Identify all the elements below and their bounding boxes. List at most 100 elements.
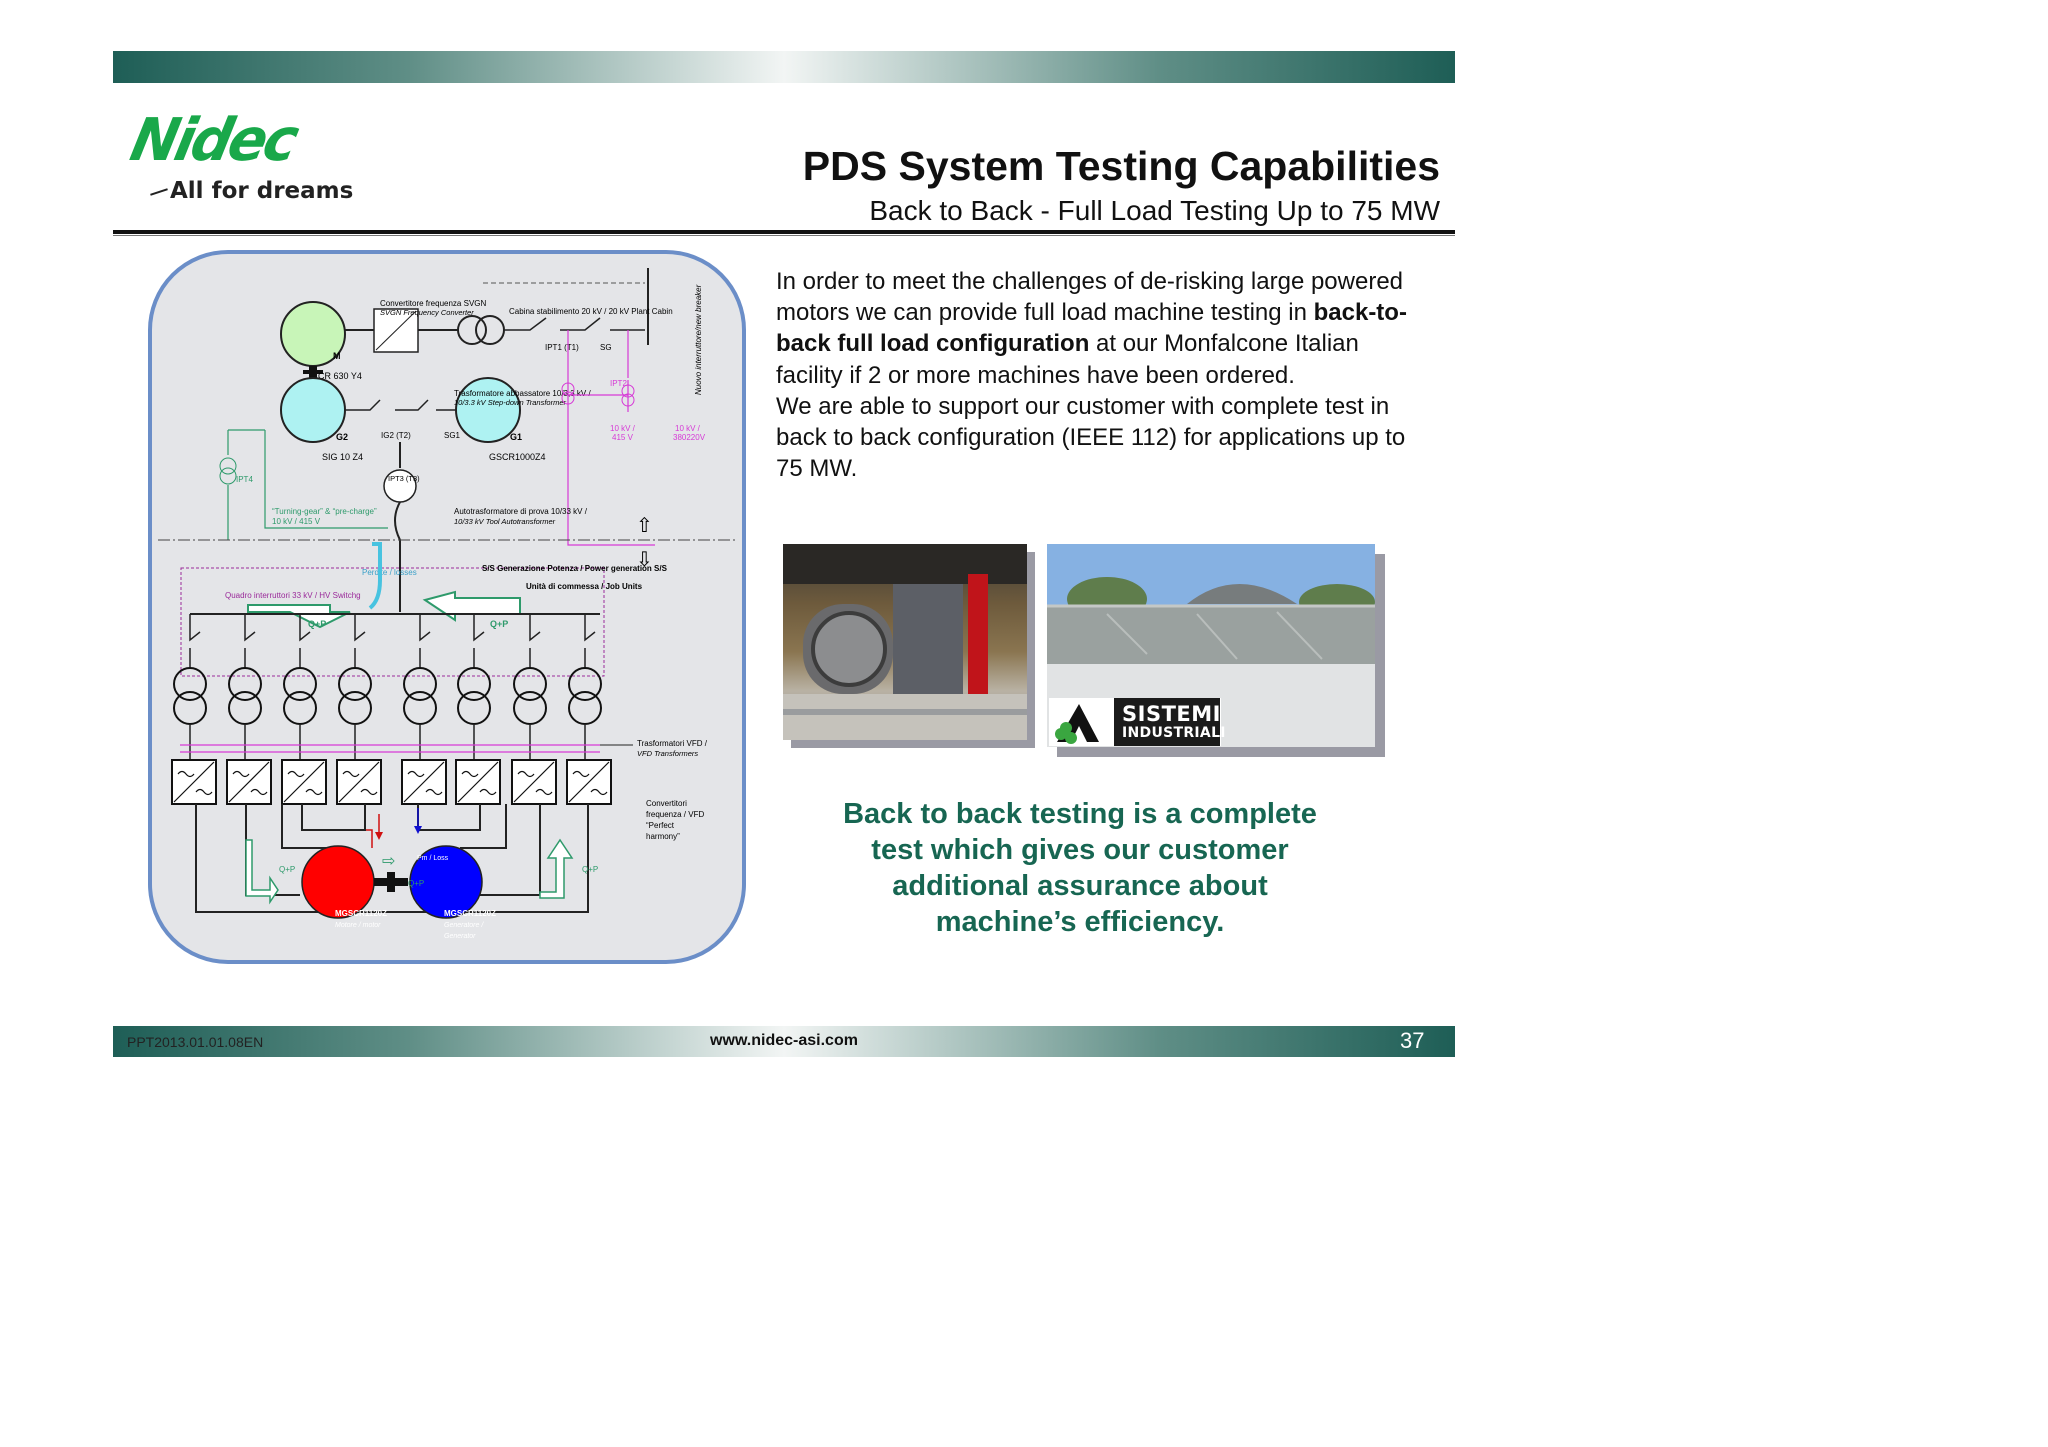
stepdown-it-label: Trasformatore abbassatore 10/3,3 kV / <box>454 389 591 398</box>
vfd-converter-label-3: “Perfect <box>646 821 675 830</box>
qp-label-1: Q+P <box>308 619 326 629</box>
vfd-transformer-secondary <box>338 691 372 725</box>
g1-label: G1 <box>510 432 522 442</box>
page-number: 37 <box>1400 1028 1425 1053</box>
generator-circle <box>409 845 483 919</box>
header-divider <box>113 230 1455 234</box>
vfd-transformer-primary <box>228 667 262 701</box>
sg-label: SG <box>600 343 612 352</box>
qp-center: Q+P <box>408 879 424 888</box>
slide-subtitle: Back to Back - Full Load Testing Up to 7… <box>869 195 1440 226</box>
nidec-logo: Nidec <box>124 106 302 175</box>
feeder-5 <box>401 614 447 805</box>
tagline-text: All for dreams <box>170 178 354 204</box>
feeder-3 <box>281 614 327 805</box>
power-flow-arrow-icon: ⇨ <box>382 853 395 870</box>
vfd-transformer-label-1: Trasformatori VFD / <box>637 739 708 748</box>
switchgear-label: Quadro interruttori 33 kV / HV Switchg <box>225 591 361 600</box>
motor-circle <box>301 845 375 919</box>
v1a-label: 10 kV / <box>610 424 636 433</box>
autotransformer-en: 10/33 kV Tool Autotransformer <box>454 517 556 526</box>
generator-name: MGSCR1120Z <box>444 909 496 918</box>
generator-role-2: Generator <box>444 933 476 940</box>
tagline-swoosh-icon <box>150 187 168 196</box>
logo-tagline: All for dreams <box>150 178 353 204</box>
doc-code: PPT2013.01.01.08EN <box>127 1034 264 1050</box>
outdoor-facility-photo <box>1047 544 1375 747</box>
qp-label-2: Q+P <box>490 619 508 629</box>
vfd-transformer-secondary <box>568 691 602 725</box>
feeder-1 <box>171 614 217 805</box>
vfd-transformer-primary <box>403 667 437 701</box>
qp-right: Q+P <box>582 865 598 874</box>
up-arrow-icon: ⇧ <box>636 515 653 537</box>
g2-label: G2 <box>336 432 348 442</box>
feeder-2 <box>226 614 272 805</box>
vfd-transformer-primary <box>568 667 602 701</box>
feeder-6 <box>455 614 501 805</box>
v2b-label: 380220V <box>673 433 706 442</box>
stepdown-en-label: 10/3.3 kV Step-down Transformer <box>454 398 566 407</box>
ipt1-label: IPT1 (T1) <box>545 343 579 352</box>
ipt2-label: IPT2 <box>610 379 627 388</box>
vfd-transformer-primary <box>338 667 372 701</box>
feeder-8 <box>566 614 612 805</box>
converter-it-label: Convertitore frequenza SVGN <box>380 299 486 308</box>
description-text: In order to meet the challenges of de-ri… <box>776 266 1416 484</box>
v1b-label: 415 V <box>612 433 634 442</box>
ig2-label: IG2 (T2) <box>381 431 411 440</box>
sistemi-wordmark: SISTEMI INDUSTRIALI <box>1114 698 1226 746</box>
slide-title: PDS System Testing Capabilities <box>802 143 1440 189</box>
sistemi-word: SISTEMI <box>1122 702 1221 726</box>
motor-role: Motore / motor <box>335 922 381 929</box>
turning-gear-label: “Turning-gear” & “pre-charge” <box>272 507 377 516</box>
bottom-band <box>113 1026 1455 1057</box>
vfd-transformer-secondary <box>403 691 437 725</box>
turning-gear-voltage: 10 kV / 415 V <box>272 517 321 526</box>
description-p2: We are able to support our customer with… <box>776 392 1406 483</box>
vfd-transformer-primary <box>283 667 317 701</box>
breaker-label: Nuovo interruttore/new breaker <box>694 284 703 395</box>
vfd-converter-label-4: harmony” <box>646 832 680 841</box>
power-gen-label: S/S Generazione Potenza / Power generati… <box>482 564 668 573</box>
vfd-transformer-label-2: VFD Transformers <box>637 749 698 758</box>
test-bay-photo <box>783 544 1027 740</box>
generator-g1-circle <box>455 377 521 443</box>
motor-m-label: M <box>333 351 341 361</box>
generator-role-1: Generatore / <box>444 922 484 929</box>
b2b-schematic: M Convertitore frequenza SVGN SVGN Frequ… <box>148 250 746 964</box>
description-p1-bold: back-to-back full load configuration <box>776 299 1407 358</box>
vfd-transformer-primary <box>173 667 207 701</box>
website-link[interactable]: www.nidec-asi.com <box>710 1032 858 1049</box>
sg1-label: SG1 <box>444 431 461 440</box>
cr-label: CR 630 Y4 <box>318 371 362 381</box>
description-p1-b: at our Monfalcone Italian facility if 2 … <box>776 330 1359 389</box>
losses-label: Perdite / losses <box>362 568 417 577</box>
vfd-transformer-secondary <box>513 691 547 725</box>
ipt3-label: IPT3 (T3) <box>388 474 420 483</box>
pm-loss-label: Pm / Loss <box>417 855 449 862</box>
v2a-label: 10 kV / <box>675 424 701 433</box>
feeder-7 <box>511 614 557 805</box>
cabin-label: Cabina stabilimento 20 kV / 20 kV Plant … <box>509 307 673 316</box>
vfd-converter-label-1: Convertitori <box>646 799 687 808</box>
description-p1-a: In order to meet the challenges of de-ri… <box>776 268 1404 327</box>
feeder-4 <box>336 614 382 805</box>
industriali-word: INDUSTRIALI <box>1122 725 1226 741</box>
job-units-label: Unità di commessa / Job Units <box>526 582 643 591</box>
converter-en-label: SVGN Frequency Converter <box>380 308 474 317</box>
feeder-group <box>171 614 612 805</box>
vfd-transformer-primary <box>457 667 491 701</box>
motor-name: MGSCR1120Z <box>335 909 387 918</box>
autotransformer-it: Autotrasformatore di prova 10/33 kV / <box>454 507 588 516</box>
qp-left: Q+P <box>279 865 295 874</box>
sistemi-logo-icon <box>1055 704 1099 744</box>
gscr-label: GSCR1000Z4 <box>489 452 546 462</box>
vfd-converter-label-2: frequenza / VFD <box>646 810 704 819</box>
vfd-transformer-primary <box>513 667 547 701</box>
sig-label: SIG 10 Z4 <box>322 452 363 462</box>
down-arrow-icon: ⇩ <box>636 549 653 571</box>
ipt4-label: IPT4 <box>236 475 253 484</box>
vfd-transformer-secondary <box>457 691 491 725</box>
top-band <box>113 51 1455 83</box>
